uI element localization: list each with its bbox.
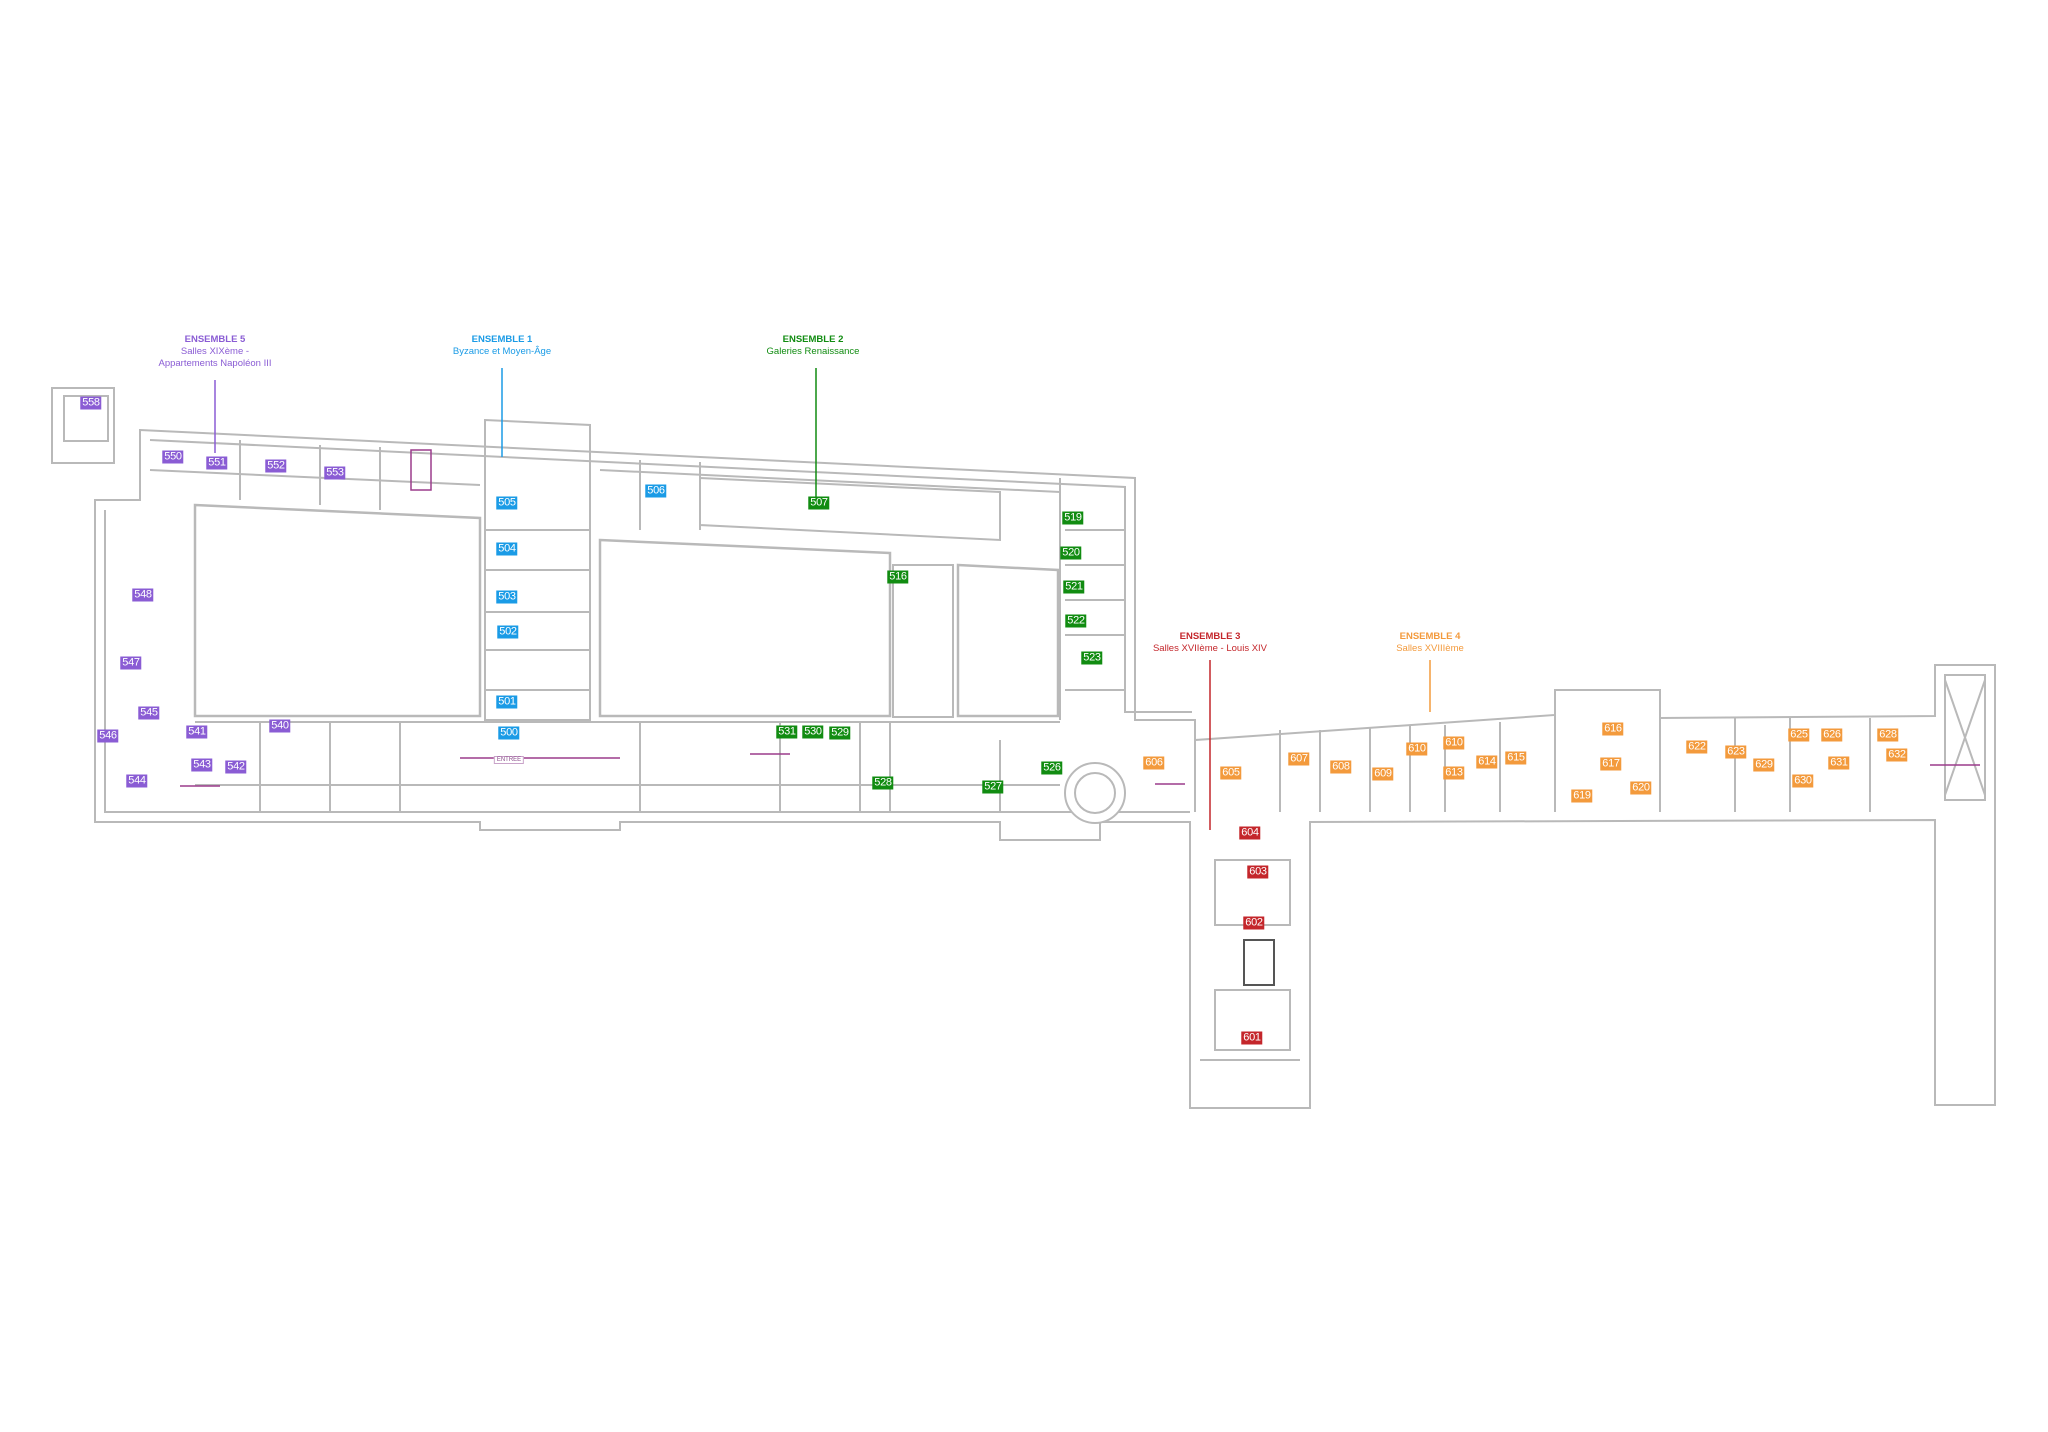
room-label-613[interactable]: 613 [1443, 766, 1465, 780]
room-label-550[interactable]: 550 [162, 450, 184, 464]
room-label-552[interactable]: 552 [265, 459, 287, 473]
room-label-604[interactable]: 604 [1239, 826, 1261, 840]
room-label-545[interactable]: 545 [138, 706, 160, 720]
ensemble-2-title: ENSEMBLE 2 [782, 334, 844, 345]
room-label-516[interactable]: 516 [887, 570, 909, 584]
room-label-504[interactable]: 504 [496, 542, 518, 556]
room-label-529[interactable]: 529 [829, 726, 851, 740]
room-label-628[interactable]: 628 [1877, 728, 1899, 742]
room-label-623[interactable]: 623 [1725, 745, 1747, 759]
room-label-622[interactable]: 622 [1686, 740, 1708, 754]
room-label-530[interactable]: 530 [802, 725, 824, 739]
room-label-615[interactable]: 615 [1505, 751, 1527, 765]
ensemble-3-heading: ENSEMBLE 3 Salles XVIIème - Louis XIV [1153, 631, 1267, 655]
room-label-608[interactable]: 608 [1330, 760, 1352, 774]
ensemble-3-subtitle: Salles XVIIème - Louis XIV [1152, 643, 1268, 654]
ensemble-5-subtitle: Salles XIXème - [180, 346, 250, 357]
ensemble-1-subtitle: Byzance et Moyen-Âge [452, 346, 552, 357]
room-label-503[interactable]: 503 [496, 590, 518, 604]
room-label-541[interactable]: 541 [186, 725, 208, 739]
room-label-553[interactable]: 553 [324, 466, 346, 480]
room-label-505[interactable]: 505 [496, 496, 518, 510]
room-label-630[interactable]: 630 [1792, 774, 1814, 788]
ensemble-5-subtitle-line2: Appartements Napoléon III [158, 358, 272, 369]
ensemble-2-subtitle: Galeries Renaissance [766, 346, 860, 357]
room-label-629[interactable]: 629 [1753, 758, 1775, 772]
room-label-531[interactable]: 531 [776, 725, 798, 739]
ensemble-4-title: ENSEMBLE 4 [1399, 631, 1461, 642]
room-label-601[interactable]: 601 [1241, 1031, 1263, 1045]
room-label-502[interactable]: 502 [497, 625, 519, 639]
ensemble-3-title: ENSEMBLE 3 [1179, 631, 1241, 642]
room-label-520[interactable]: 520 [1060, 546, 1082, 560]
entrance-label: ENTREE [493, 756, 525, 764]
room-label-626[interactable]: 626 [1821, 728, 1843, 742]
room-label-606[interactable]: 606 [1143, 756, 1165, 770]
room-label-607[interactable]: 607 [1288, 752, 1310, 766]
room-label-507[interactable]: 507 [808, 496, 830, 510]
room-label-540[interactable]: 540 [269, 719, 291, 733]
room-label-620[interactable]: 620 [1630, 781, 1652, 795]
room-label-501[interactable]: 501 [496, 695, 518, 709]
room-label-603[interactable]: 603 [1247, 865, 1269, 879]
room-label-619[interactable]: 619 [1571, 789, 1593, 803]
room-label-610[interactable]: 610 [1406, 742, 1428, 756]
room-label-625[interactable]: 625 [1788, 728, 1810, 742]
room-label-506[interactable]: 506 [645, 484, 667, 498]
room-label-522[interactable]: 522 [1065, 614, 1087, 628]
room-label-558[interactable]: 558 [80, 396, 102, 410]
room-label-526[interactable]: 526 [1041, 761, 1063, 775]
room-label-542[interactable]: 542 [225, 760, 247, 774]
ensemble-5-title: ENSEMBLE 5 [184, 334, 246, 345]
room-label-609[interactable]: 609 [1372, 767, 1394, 781]
room-label-547[interactable]: 547 [120, 656, 142, 670]
room-label-521[interactable]: 521 [1063, 580, 1085, 594]
room-label-544[interactable]: 544 [126, 774, 148, 788]
ensemble-2-heading: ENSEMBLE 2 Galeries Renaissance [767, 334, 860, 358]
room-label-546[interactable]: 546 [97, 729, 119, 743]
room-label-523[interactable]: 523 [1081, 651, 1103, 665]
room-label-610[interactable]: 610 [1443, 736, 1465, 750]
room-label-631[interactable]: 631 [1828, 756, 1850, 770]
room-label-543[interactable]: 543 [191, 758, 213, 772]
room-label-519[interactable]: 519 [1062, 511, 1084, 525]
ensemble-4-subtitle: Salles XVIIIème [1396, 643, 1464, 654]
room-label-527[interactable]: 527 [982, 780, 1004, 794]
ensemble-1-heading: ENSEMBLE 1 Byzance et Moyen-Âge [453, 334, 551, 358]
room-label-602[interactable]: 602 [1243, 916, 1265, 930]
room-label-528[interactable]: 528 [872, 776, 894, 790]
room-label-616[interactable]: 616 [1602, 722, 1624, 736]
ensemble-4-heading: ENSEMBLE 4 Salles XVIIIème [1396, 631, 1464, 655]
ensemble-5-heading: ENSEMBLE 5 Salles XIXème - Appartements … [158, 334, 271, 370]
room-label-500[interactable]: 500 [498, 726, 520, 740]
room-label-548[interactable]: 548 [132, 588, 154, 602]
room-label-617[interactable]: 617 [1600, 757, 1622, 771]
room-label-551[interactable]: 551 [206, 456, 228, 470]
room-label-632[interactable]: 632 [1886, 748, 1908, 762]
room-label-605[interactable]: 605 [1220, 766, 1242, 780]
room-label-614[interactable]: 614 [1476, 755, 1498, 769]
ensemble-1-title: ENSEMBLE 1 [471, 334, 533, 345]
